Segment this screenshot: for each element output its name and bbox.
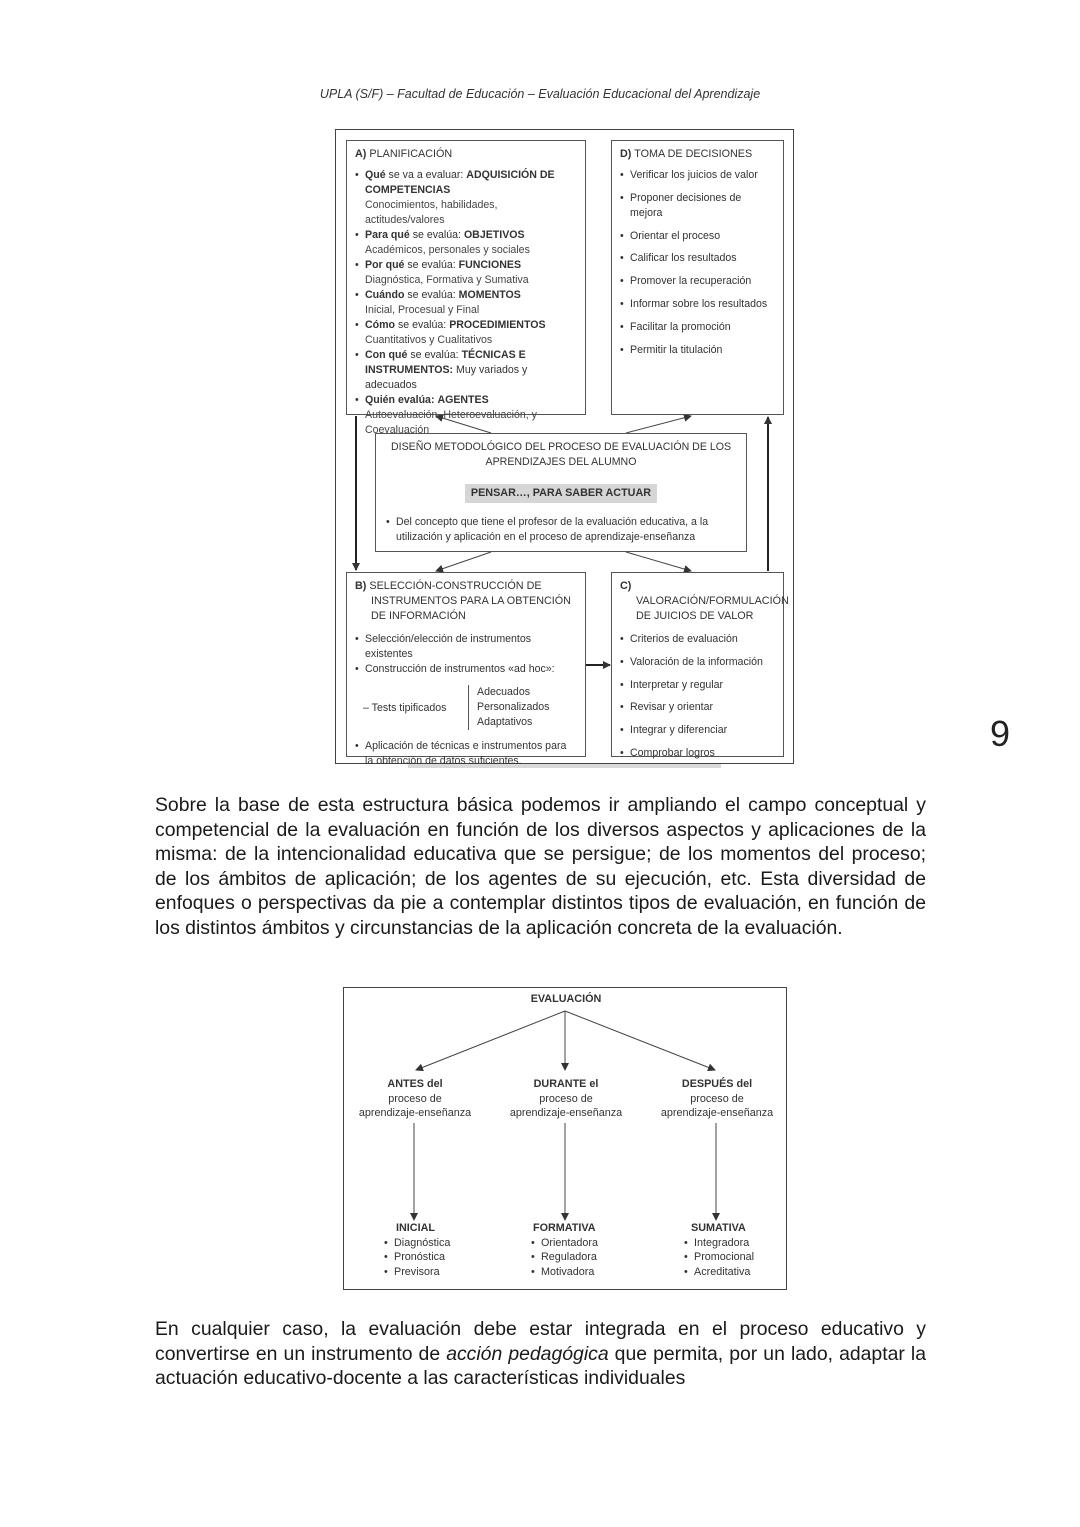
- list-item: Valoración de la información: [620, 655, 775, 670]
- box-d-list: Verificar los juicios de valor Proponer …: [620, 168, 775, 358]
- tests-option: Adecuados: [477, 686, 531, 698]
- center-bullet: Del concepto que tiene el profesor de la…: [386, 515, 736, 545]
- paragraph-1: Sobre la base de esta estructura básica …: [155, 794, 926, 939]
- list-item: Revisar y orientar: [620, 700, 775, 715]
- box-a-title: A) PLANIFICACIÓN: [355, 148, 453, 160]
- figure-shadow: [408, 764, 721, 768]
- tests-options: Adecuados Personalizados Adaptativos: [468, 685, 549, 730]
- list-item: Criterios de evaluación: [620, 632, 775, 647]
- arrow-root-to-antes: [415, 1010, 566, 1072]
- list-item: Cómo se evalúa: PROCEDIMIENTOSCuantitati…: [355, 318, 577, 348]
- box-c-title: C) VALORACIÓN/FORMULACIÓN DE JUICIOS DE …: [620, 580, 789, 622]
- list-item: Selección/elección de instrumentos exist…: [355, 632, 577, 662]
- arrow-center-to-b: [435, 551, 492, 573]
- box-c-list: Criterios de evaluación Valoración de la…: [620, 632, 775, 761]
- box-b-title: B) SELECCIÓN-CONSTRUCCIÓN DE INSTRUMENTO…: [355, 580, 571, 622]
- tests-option: Personalizados: [477, 701, 550, 713]
- list-item: Informar sobre los resultados: [620, 297, 775, 312]
- tests-label: – Tests tipificados: [363, 702, 447, 714]
- type-inicial: INICIAL Diagnóstica Pronóstica Previsora: [384, 1221, 450, 1279]
- arrow-center-to-d: [625, 413, 692, 434]
- list-item: Integrar y diferenciar: [620, 723, 775, 738]
- diagram-arrows: [352, 413, 772, 669]
- list-item: Construcción de instrumentos «ad hoc»:: [355, 662, 577, 677]
- arrow-center-to-c: [625, 551, 692, 573]
- list-item: Verificar los juicios de valor: [620, 168, 775, 183]
- list-item: Proponer decisiones de mejora: [620, 191, 775, 221]
- paragraph-2: En cualquier caso, la evaluación debe es…: [155, 1318, 926, 1389]
- box-planificacion: A) PLANIFICACIÓN Qué se va a evaluar: AD…: [346, 140, 586, 436]
- center-title: DISEÑO METODOLÓGICO DEL PROCESO DE EVALU…: [390, 441, 732, 468]
- arrow-root-to-despues: [564, 1010, 716, 1072]
- box-a-list: Qué se va a evaluar: ADQUISICIÓN DE COMP…: [355, 168, 577, 438]
- list-item: Facilitar la promoción: [620, 320, 775, 335]
- tree-arrows: [410, 1010, 720, 1221]
- box-d-title: D) TOMA DE DECISIONES: [620, 148, 753, 160]
- list-item: Interpretar y regular: [620, 678, 775, 693]
- list-item: Para qué se evalúa: OBJETIVOSAcadémicos,…: [355, 228, 577, 258]
- box-seleccion-construccion: B) SELECCIÓN-CONSTRUCCIÓN DE INSTRUMENTO…: [346, 572, 586, 767]
- tests-group: – Tests tipificados Adecuados Personaliz…: [355, 685, 577, 733]
- evaluation-process-diagram: A) PLANIFICACIÓN Qué se va a evaluar: AD…: [335, 129, 794, 767]
- box-b-list: Selección/elección de instrumentos exist…: [355, 632, 577, 677]
- type-formativa: FORMATIVA Orientadora Reguladora Motivad…: [531, 1221, 598, 1279]
- list-item: Por qué se evalúa: FUNCIONESDiagnóstica,…: [355, 258, 577, 288]
- list-item: Orientar el proceso: [620, 229, 775, 244]
- center-slogan: PENSAR…, PARA SABER ACTUAR: [464, 484, 658, 503]
- box-diseno-metodologico: DISEÑO METODOLÓGICO DEL PROCESO DE EVALU…: [375, 433, 747, 552]
- list-item: Qué se va a evaluar: ADQUISICIÓN DE COMP…: [355, 168, 577, 228]
- type-sumativa: SUMATIVA Integradora Promocional Acredit…: [684, 1221, 754, 1279]
- page-number: 9: [990, 713, 1011, 754]
- list-item: Permitir la titulación: [620, 343, 775, 358]
- page-header: UPLA (S/F) – Facultad de Educación – Eva…: [319, 87, 761, 101]
- box-toma-de-decisiones: D) TOMA DE DECISIONES Verificar los juic…: [611, 140, 784, 415]
- tree-root: EVALUACIÓN: [530, 993, 602, 1005]
- list-item: Con qué se evalúa: TÉCNICAS E INSTRUMENT…: [355, 348, 577, 393]
- list-item: Comprobar logros: [620, 746, 775, 761]
- list-item: Promover la recuperación: [620, 274, 775, 289]
- tests-option: Adaptativos: [477, 716, 533, 728]
- list-item: Calificar los resultados: [620, 251, 775, 266]
- box-valoracion: C) VALORACIÓN/FORMULACIÓN DE JUICIOS DE …: [611, 572, 789, 761]
